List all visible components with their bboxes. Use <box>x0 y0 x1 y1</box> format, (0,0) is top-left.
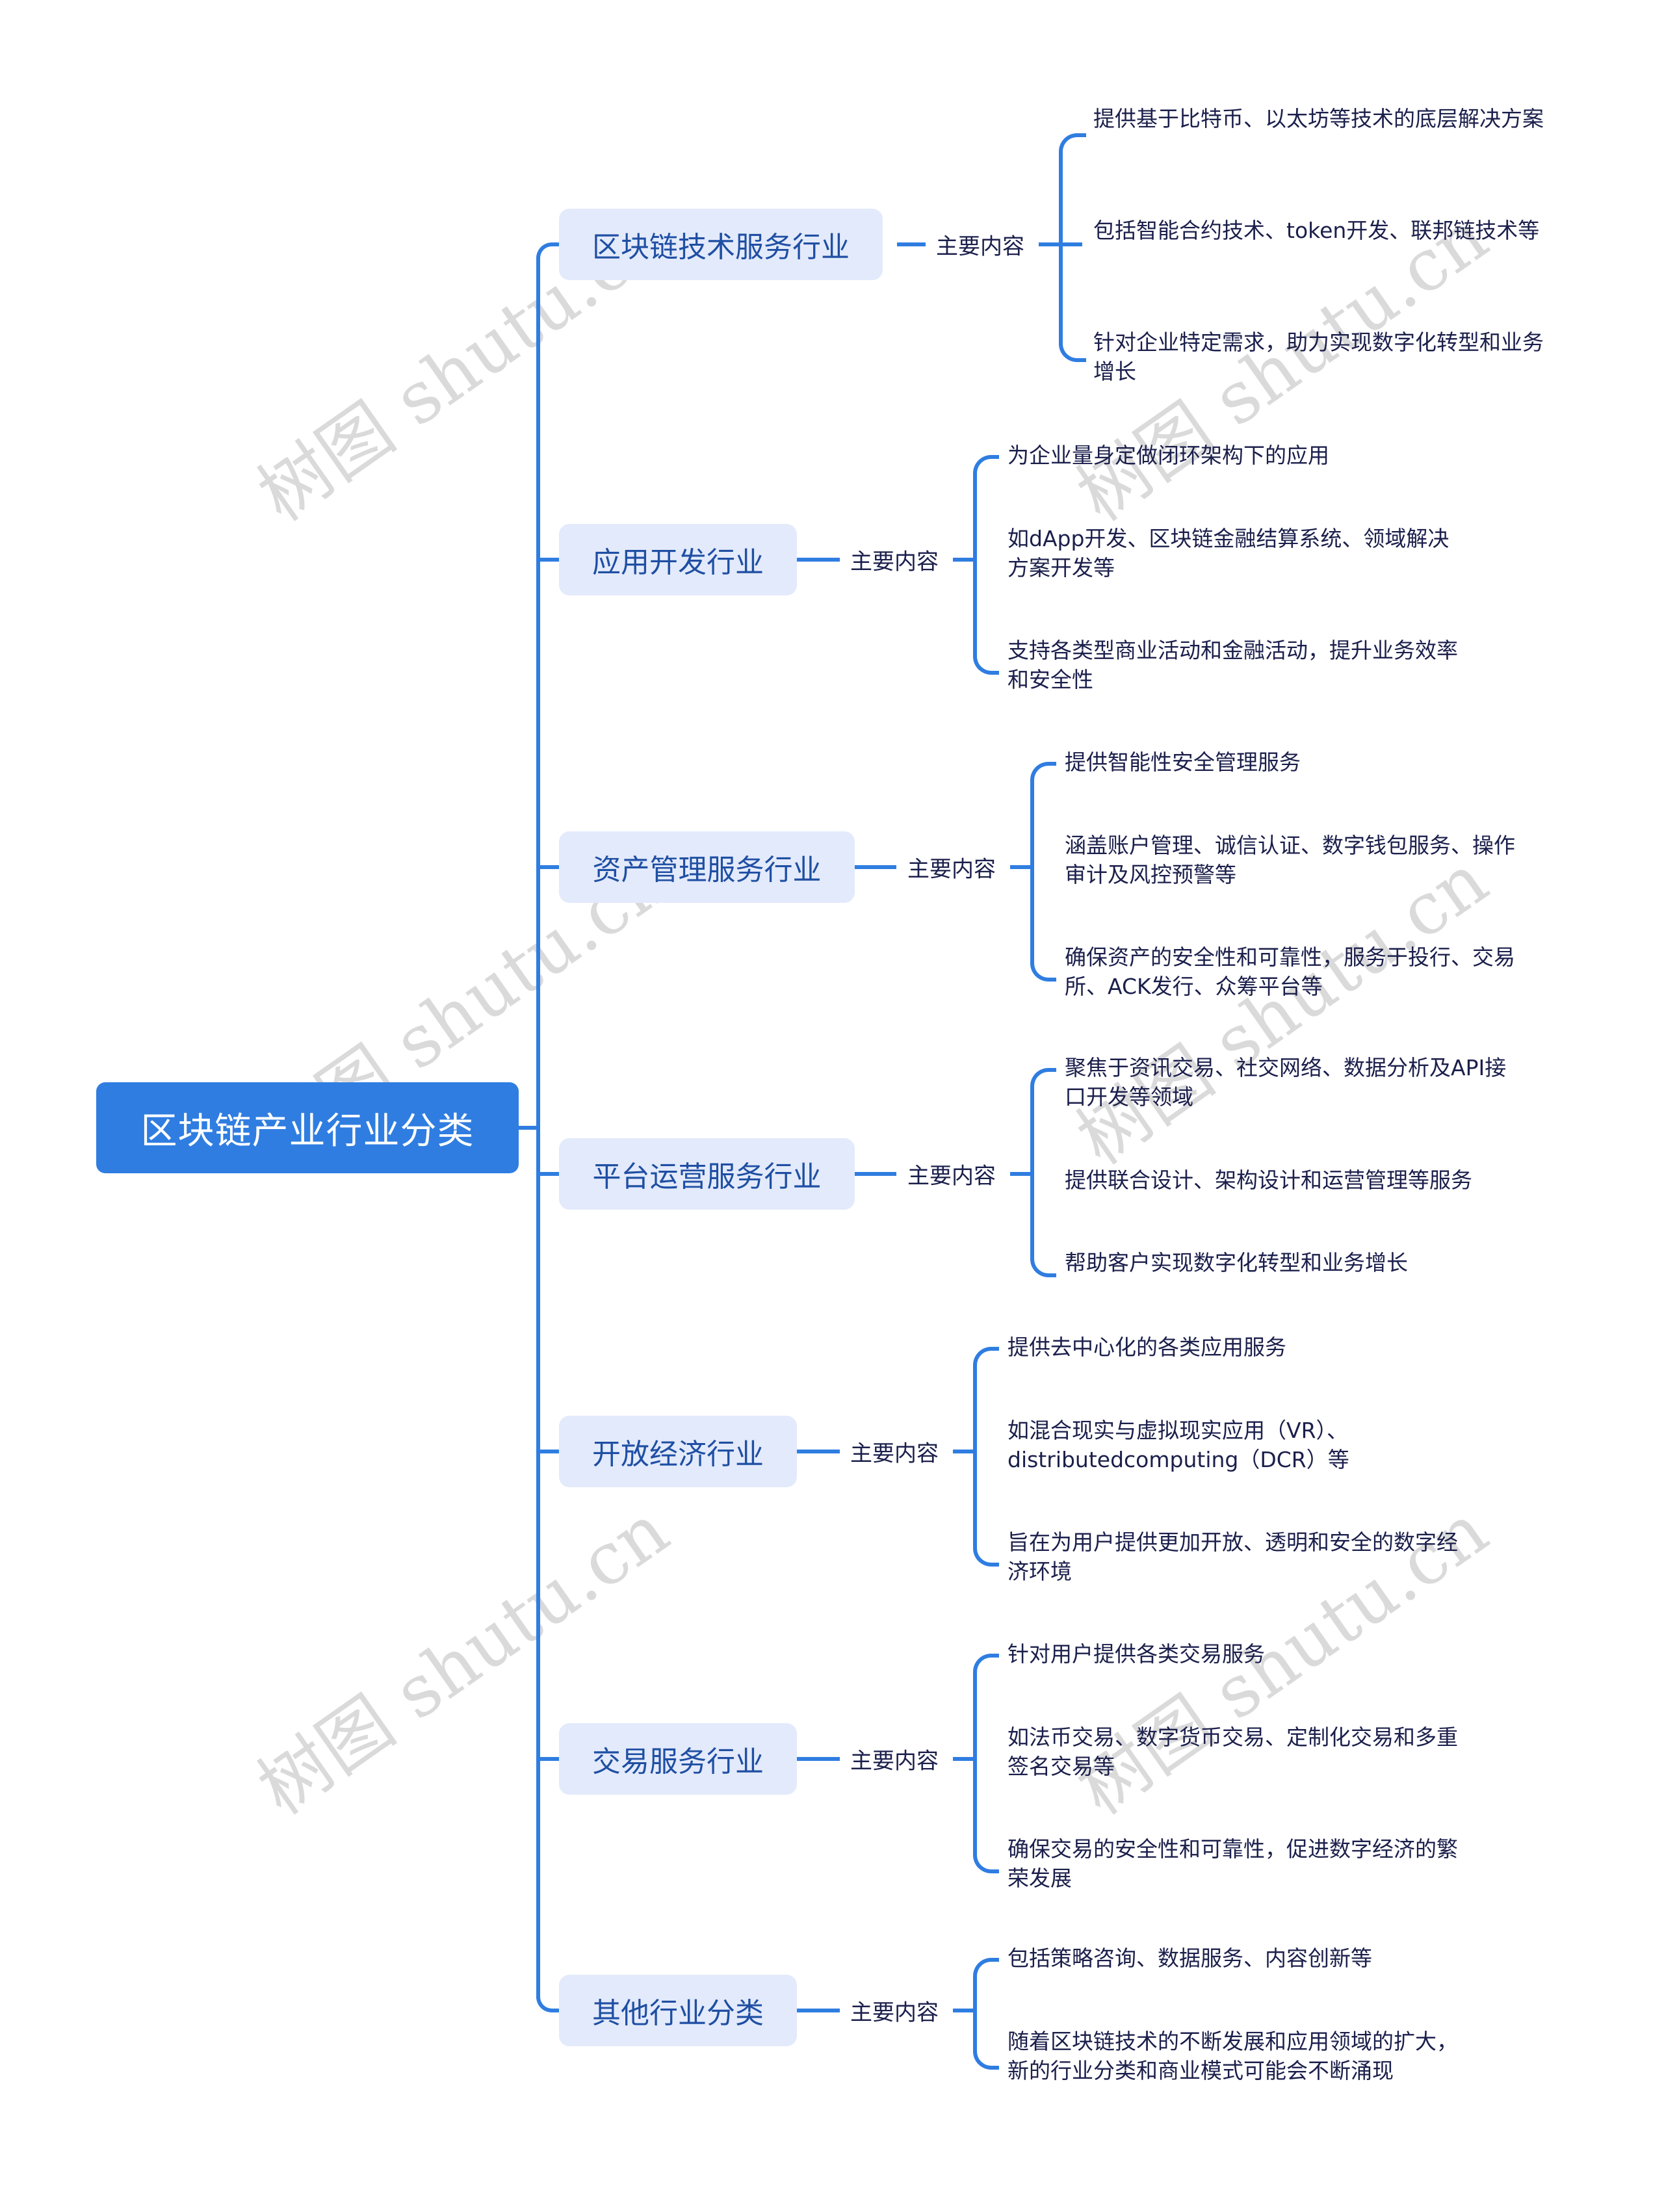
label-connector <box>897 242 926 246</box>
branch-title: 区块链技术服务行业 <box>592 231 850 264</box>
leaf-text: 提供去中心化的各类应用服务 <box>1008 1334 1286 1360</box>
branch-connector <box>538 1757 559 1761</box>
branch-title: 应用开发行业 <box>592 546 764 579</box>
trunk-bottom-curve <box>536 1993 560 2012</box>
label-connector <box>953 1757 976 1761</box>
branch-node-trading[interactable]: 交易服务行业 <box>559 1723 797 1795</box>
branch-connector <box>538 1172 559 1176</box>
leaf-text: 提供联合设计、架构设计和运营管理等服务 <box>1065 1167 1472 1193</box>
leaf-text: 为企业量身定做闭环架构下的应用 <box>1008 443 1329 468</box>
branch-node-platform-ops[interactable]: 平台运营服务行业 <box>559 1138 855 1210</box>
branch-node-blockchain-tech[interactable]: 区块链技术服务行业 <box>559 209 883 280</box>
branch-label: 主要内容 <box>850 1440 939 1467</box>
leaf-text: 如法币交易、数字货币交易、定制化交易和多重签名交易等 <box>1008 1724 1458 1779</box>
root-title: 区块链产业行业分类 <box>140 1110 474 1152</box>
label-connector <box>855 1172 896 1176</box>
leaf-text: 包括智能合约技术、token开发、联邦链技术等 <box>1093 218 1540 243</box>
branch-node-asset-mgmt[interactable]: 资产管理服务行业 <box>559 831 855 903</box>
leaf-bracket <box>973 1654 999 1873</box>
label-connector <box>1010 1172 1034 1176</box>
label-connector <box>953 2009 976 2012</box>
leaf-bracket <box>1030 762 1056 982</box>
branch-title: 交易服务行业 <box>592 1745 764 1778</box>
leaf-bracket <box>973 1958 999 2070</box>
branch-connector <box>538 865 559 869</box>
branch-connector <box>538 558 559 562</box>
label-connector <box>797 2009 840 2012</box>
leaf-text: 支持各类型商业活动和金融活动，提升业务效率和安全性 <box>1008 638 1458 692</box>
leaf-bracket <box>1030 1068 1056 1277</box>
branch-label: 主要内容 <box>907 856 996 883</box>
leaf-bracket <box>973 1347 999 1567</box>
label-connector <box>1039 242 1062 246</box>
leaf-text: 提供基于比特币、以太坊等技术的底层解决方案 <box>1093 106 1544 131</box>
branch-node-other[interactable]: 其他行业分类 <box>559 1975 797 2046</box>
leaf-connector <box>1059 242 1082 246</box>
leaf-text: 帮助客户实现数字化转型和业务增长 <box>1065 1250 1408 1275</box>
label-connector <box>797 1757 840 1761</box>
label-connector <box>797 558 840 562</box>
leaf-text: 聚焦于资讯交易、社交网络、数据分析及API接口开发等领域 <box>1065 1055 1507 1110</box>
branch-label: 主要内容 <box>850 1748 939 1775</box>
leaf-text: 如混合现实与虚拟现实应用（VR）、distributedcomputing（DC… <box>1008 1418 1349 1472</box>
leaf-text: 包括策略咨询、数据服务、内容创新等 <box>1008 1945 1372 1971</box>
trunk-line <box>536 257 540 1999</box>
branch-node-app-dev[interactable]: 应用开发行业 <box>559 524 797 595</box>
leaf-text: 如dApp开发、区块链金融结算系统、领域解决方案开发等 <box>1008 526 1450 580</box>
branch-node-open-economy[interactable]: 开放经济行业 <box>559 1416 797 1487</box>
branch-label: 主要内容 <box>850 549 939 575</box>
branch-title: 资产管理服务行业 <box>592 853 822 887</box>
leaf-bracket <box>1059 133 1086 362</box>
branch-connector <box>538 1450 559 1453</box>
root-connector <box>519 1126 540 1130</box>
leaf-text: 提供智能性安全管理服务 <box>1065 749 1301 775</box>
label-connector <box>855 865 896 869</box>
leaf-text: 随着区块链技术的不断发展和应用领域的扩大，新的行业分类和商业模式可能会不断涌现 <box>1008 2029 1458 2083</box>
branch-title: 其他行业分类 <box>592 1997 764 2030</box>
leaf-text: 针对用户提供各类交易服务 <box>1008 1641 1265 1667</box>
label-connector <box>953 1450 976 1453</box>
leaf-bracket <box>973 455 999 675</box>
branch-label: 主要内容 <box>907 1163 996 1190</box>
branch-title: 开放经济行业 <box>592 1438 764 1471</box>
branch-label: 主要内容 <box>850 1999 939 2026</box>
label-connector <box>953 558 976 562</box>
leaf-text: 针对企业特定需求，助力实现数字化转型和业务增长 <box>1093 330 1544 384</box>
label-connector <box>797 1450 840 1453</box>
branch-label: 主要内容 <box>936 233 1024 260</box>
leaf-text: 旨在为用户提供更加开放、透明和安全的数字经济环境 <box>1008 1529 1458 1584</box>
label-connector <box>1010 865 1034 869</box>
leaf-text: 涵盖账户管理、诚信认证、数字钱包服务、操作审计及风控预警等 <box>1065 833 1515 887</box>
root-node[interactable]: 区块链产业行业分类 <box>96 1082 519 1173</box>
leaf-text: 确保交易的安全性和可靠性，促进数字经济的繁荣发展 <box>1008 1836 1458 1891</box>
leaf-text: 确保资产的安全性和可靠性，服务于投行、交易所、ACK发行、众筹平台等 <box>1065 944 1515 999</box>
trunk-top-curve <box>536 242 560 266</box>
branch-title: 平台运营服务行业 <box>592 1160 822 1193</box>
